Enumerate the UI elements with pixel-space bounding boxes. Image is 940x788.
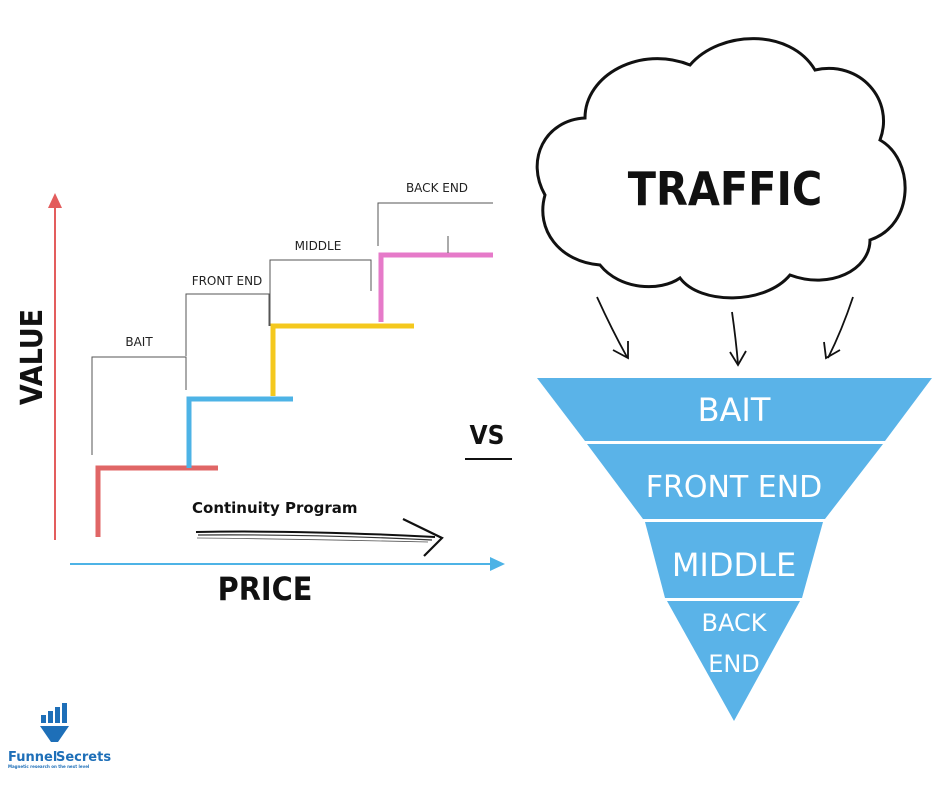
funnel-label-back: BACK: [702, 609, 768, 637]
funnel-label-bait: BAIT: [698, 391, 771, 429]
funnel-label-end: END: [708, 650, 760, 678]
logo-brand-left: Funnel: [8, 750, 57, 765]
traffic-cloud: TRAFFIC: [535, 37, 907, 300]
traffic-arrow-left: [596, 296, 629, 360]
y-axis-label: VALUE: [15, 309, 50, 405]
funnel-secrets-logo: Funnel Secrets Magnetic research on the …: [8, 703, 111, 769]
stage-bait-label: BAIT: [125, 335, 153, 349]
traffic-arrow-right: [823, 296, 854, 360]
funnel-layer-bait: [537, 378, 932, 441]
stage-front-end-step: [186, 396, 293, 468]
stage-back-end-step: [378, 252, 493, 322]
x-axis-arrowhead: [490, 557, 505, 571]
vs-label: VS: [470, 421, 505, 451]
traffic-arrow-middle: [729, 311, 747, 367]
logo-brand-right: Secrets: [56, 750, 111, 765]
inverted-funnel: BAIT FRONT END MIDDLE BACK END: [537, 378, 932, 721]
stage-back-end-label: BACK END: [406, 181, 468, 195]
value-ladder: VALUE PRICE BAIT FRONT END MIDDLE BACK E…: [15, 181, 505, 608]
stage-front-end-label: FRONT END: [192, 274, 263, 288]
continuity-program-label: Continuity Program: [192, 499, 358, 517]
stage-middle-step: [270, 323, 414, 396]
cloud-shape: [535, 37, 907, 300]
stage-middle-bracket: [269, 259, 372, 326]
y-axis-arrowhead: [48, 193, 62, 208]
x-axis-label: PRICE: [218, 570, 313, 608]
stage-middle-label: MIDDLE: [295, 239, 342, 253]
funnel-layer-middle: [645, 522, 823, 598]
funnel-bars-icon: [40, 703, 69, 742]
traffic-label: TRAFFIC: [628, 162, 822, 216]
stage-back-end-bracket: [377, 202, 493, 246]
stage-bait-step: [95, 465, 218, 537]
stage-front-end-bracket: [185, 293, 270, 356]
funnel-label-middle: MIDDLE: [672, 546, 796, 584]
funnel-label-front-end: FRONT END: [646, 470, 823, 505]
funnel-layer-front-end: [587, 444, 883, 519]
logo-tagline: Magnetic research on the next level: [8, 764, 90, 769]
funnel-layer-back-end: [667, 601, 800, 721]
continuity-arrow: [195, 518, 444, 557]
traffic-arrows: [596, 296, 854, 367]
stage-bait-bracket: [91, 356, 187, 455]
